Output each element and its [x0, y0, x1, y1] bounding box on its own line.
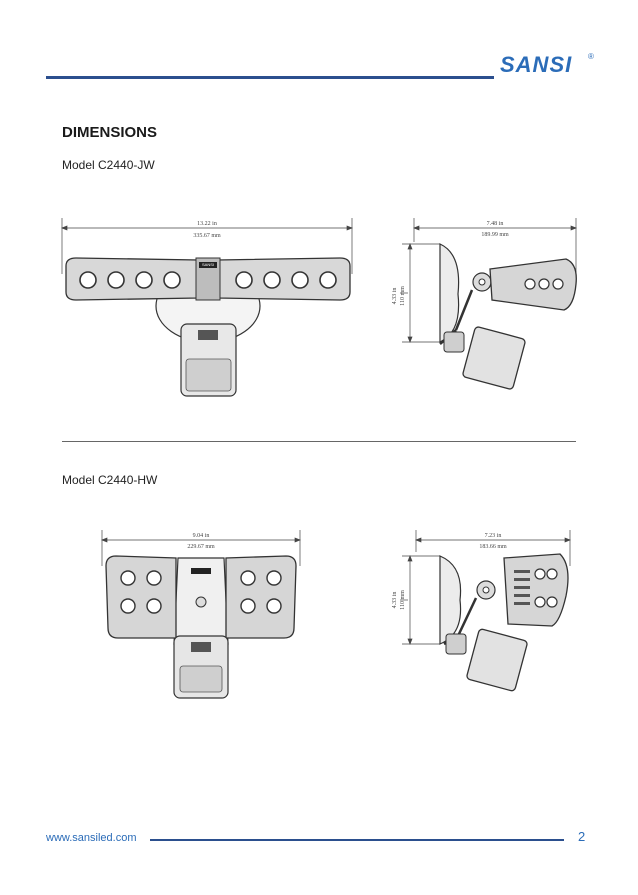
model-2-depth-mm: 183.66 mm — [479, 544, 507, 550]
registered-mark: ® — [588, 52, 594, 61]
model-2-side-drawing: 7.23 in 183.66 mm 4.33 in 110 mm — [392, 530, 571, 692]
model-1-front-drawing: 13.22 in 335.67 mm — [61, 218, 353, 397]
model-1-depth-in: 7.48 in — [487, 221, 504, 227]
logo-text: SANSI — [500, 52, 573, 77]
model-2-width-mm: 229.67 mm — [187, 544, 215, 550]
model-1-width-in: 13.22 in — [197, 221, 217, 227]
footer-rule — [150, 839, 564, 841]
section-divider — [62, 441, 576, 442]
model-2-label: Model C2440-HW — [62, 473, 158, 487]
footer-website-link[interactable]: www.sansiled.com — [46, 832, 137, 844]
model-1-height-in: 4.33 in — [392, 288, 398, 305]
model-1-width-mm: 335.67 mm — [193, 233, 221, 239]
model-1-side-drawing: 7.48 in 189.99 mm 4.33 in 110 mm — [392, 218, 577, 390]
model-2-height-in: 4.33 in — [392, 592, 398, 609]
brand-logo: SANSI ® — [500, 52, 600, 88]
model-1-depth-mm: 189.99 mm — [481, 232, 509, 238]
model-2-front-drawing: 9.04 in 229.67 mm — [101, 530, 301, 699]
model-2-width-in: 9.04 in — [193, 533, 210, 539]
page-number: 2 — [578, 829, 586, 844]
header-rule — [46, 76, 494, 79]
model-1-front-badge: SANSI — [201, 262, 214, 267]
model-1-height-mm: 110 mm — [400, 286, 406, 306]
model-1-label: Model C2440-JW — [62, 158, 155, 172]
model-2-depth-in: 7.23 in — [485, 533, 502, 539]
model-2-height-mm: 110 mm — [400, 590, 406, 610]
page-title: DIMENSIONS — [62, 124, 158, 141]
